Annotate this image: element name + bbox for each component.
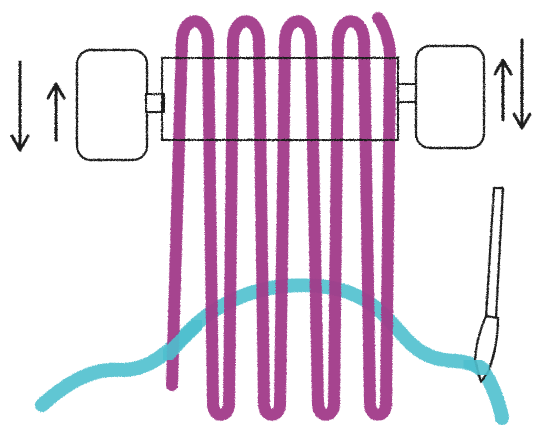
left-arrows-icon [10,60,66,152]
bar-assembly [75,44,486,162]
right-arrows-icon [493,38,532,130]
left-connector [145,93,165,113]
blue-strand-front [158,315,207,365]
needle-icon [473,186,505,384]
blue-strand-path [35,278,509,425]
left-roller-box [75,48,149,162]
blue-strand-needle [458,354,495,381]
right-roller-box [414,44,486,150]
purple-yarn-loops [166,12,397,421]
